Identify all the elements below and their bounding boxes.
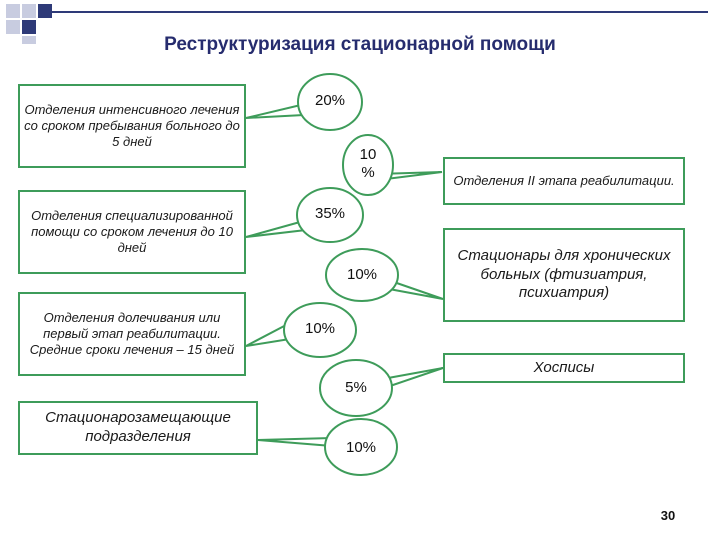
bubble-3 [296, 187, 364, 243]
right-box-chronic-hospitals-text: Стационары для хронических больных (фтиз… [457, 246, 671, 302]
bubble-label-2: 10 % [359, 146, 377, 181]
decor-square-6 [22, 36, 36, 44]
left-box-aftercare-text: Отделения долечивания или первый этап ре… [29, 309, 235, 358]
bubble-2 [342, 134, 394, 196]
callout-tail-6 [387, 367, 444, 387]
bubble-5 [283, 302, 357, 358]
left-box-specialized-care: Отделения специализированной помощи со с… [18, 190, 246, 274]
right-box-hospices: Хосписы [443, 353, 685, 383]
bubble-label-5: 10% [304, 320, 336, 337]
bubble-label-6: 5% [345, 379, 367, 396]
left-box-aftercare: Отделения долечивания или первый этап ре… [18, 292, 246, 376]
bubble-label-3: 35% [314, 205, 346, 222]
corner-decoration [6, 4, 708, 44]
callout-tail-2b [377, 171, 443, 181]
left-box-hospital-substitute-text: Стационарозамещающие подразделения [45, 409, 231, 445]
left-box-intensive-care: Отделения интенсивного лечения со сроком… [18, 84, 246, 168]
bubble-6 [319, 359, 393, 417]
right-box-rehab-stage-2-text: Отделения II этапа реабилитации. [453, 172, 675, 188]
left-box-hospital-substitute: Стационарозамещающие подразделения [18, 401, 258, 455]
decor-square-1 [6, 4, 20, 18]
decor-square-2 [22, 4, 36, 18]
decor-square-4 [6, 20, 20, 34]
bubble-7 [324, 418, 398, 476]
right-box-hospices-text: Хосписы [533, 358, 595, 376]
bubble-4 [325, 248, 399, 302]
bubble-1 [297, 73, 363, 131]
right-box-rehab-stage-2: Отделения II этапа реабилитации. [443, 157, 685, 205]
page-number: 30 [660, 508, 676, 523]
right-box-chronic-hospitals: Стационары для хронических больных (фтиз… [443, 228, 685, 322]
callout-tail-1 [245, 103, 306, 119]
callout-tail-3 [245, 221, 307, 238]
bubble-label-1: 20% [314, 92, 346, 109]
left-box-intensive-care-text: Отделения интенсивного лечения со сроком… [24, 101, 240, 150]
slide-title: Реструктуризация стационарной помощи [164, 34, 556, 55]
left-box-specialized-care-text: Отделения специализированной помощи со с… [31, 207, 233, 256]
decor-square-3 [38, 4, 52, 18]
decor-square-5 [22, 20, 36, 34]
bubble-label-4: 10% [346, 266, 378, 283]
callout-tail-7 [257, 437, 333, 447]
bubble-label-7: 10% [345, 439, 377, 456]
